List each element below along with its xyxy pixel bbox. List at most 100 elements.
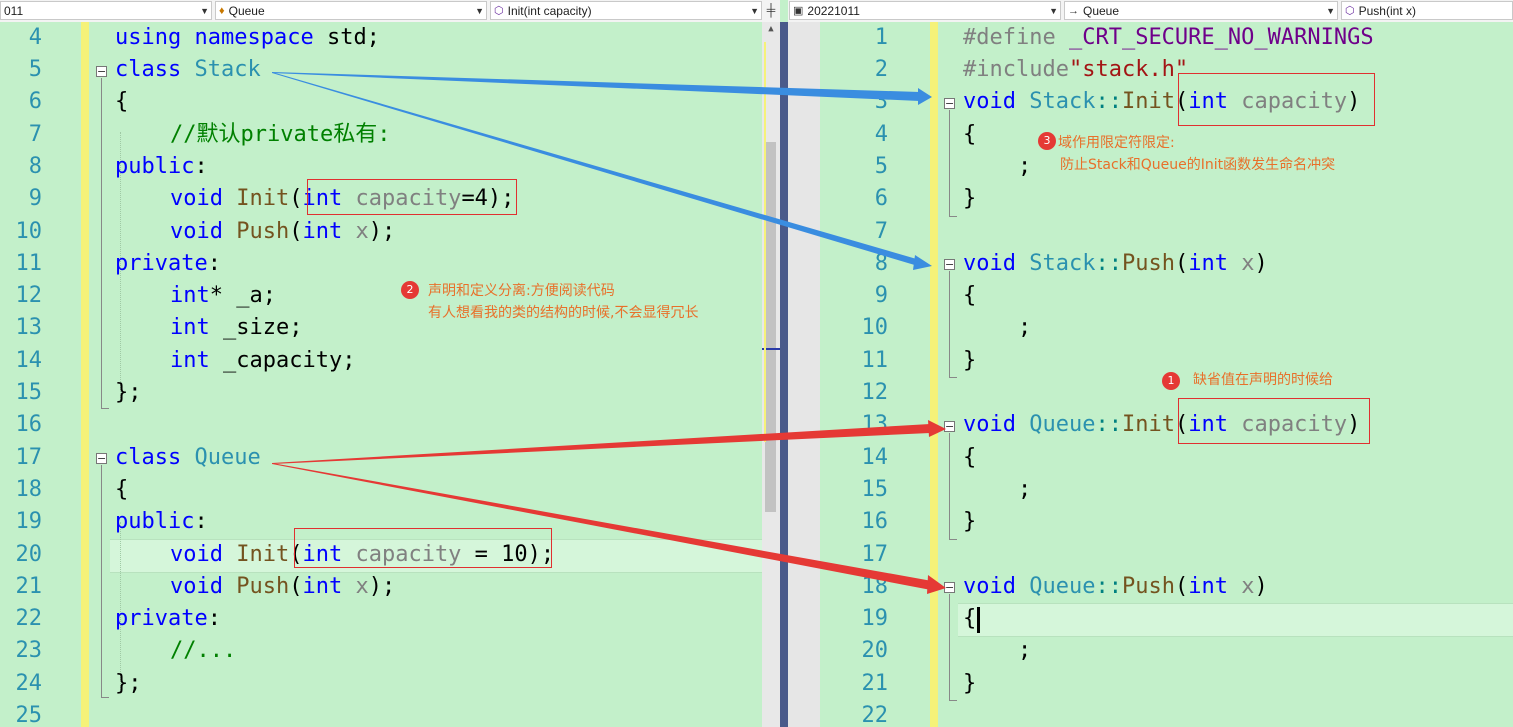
line-number: 14 [15, 348, 43, 373]
line-number: 2 [874, 57, 888, 82]
annotation-text-1: 缺省值在声明的时候给 [1193, 372, 1333, 388]
punct: ); [368, 574, 396, 599]
keyword: void [170, 186, 223, 211]
identifier: _size; [209, 315, 303, 340]
code-line-22: private: [115, 603, 221, 635]
method-icon: ⬡ [1345, 5, 1355, 17]
code-line-r9: { [963, 283, 977, 308]
highlight-box-default-arg [307, 179, 517, 215]
fold-guide [101, 408, 109, 409]
space [223, 542, 236, 567]
preprocessor: #define [963, 25, 1056, 50]
fold-guide [949, 539, 957, 540]
line-number: 11 [861, 348, 889, 373]
punct: ) [1347, 89, 1361, 114]
space [223, 186, 236, 211]
scope-dropdown[interactable]: → Queue ▼ [1064, 1, 1338, 20]
identifier: * _a; [209, 283, 276, 308]
code-line-12: int* _a; [170, 280, 276, 312]
indent-guide [120, 522, 121, 692]
member-dropdown[interactable]: ⬡ Push(int x) [1341, 1, 1513, 20]
line-number: 18 [15, 477, 43, 502]
code-line-18: { [115, 477, 129, 502]
fold-guide [949, 110, 950, 216]
punct: : [194, 154, 208, 179]
line-number: 3 [874, 89, 888, 114]
punct: : [207, 251, 221, 276]
collapse-icon[interactable]: − [944, 420, 955, 433]
collapse-icon[interactable]: − [96, 65, 107, 78]
line-number: 4 [874, 122, 888, 147]
code-line-r8: void Stack::Push(int x) [963, 248, 1268, 280]
collapse-icon[interactable]: − [944, 258, 955, 271]
scope-dropdown[interactable]: ♦ Queue ▼ [215, 1, 487, 20]
annotation-text-2-line1: 声明和定义分离:方便阅读代码 [428, 283, 615, 299]
collapse-icon[interactable]: − [944, 581, 955, 594]
fold-guide [949, 216, 957, 217]
string-literal: "stack.h" [1068, 57, 1189, 82]
line-number: 22 [861, 703, 889, 727]
project-dropdown[interactable]: ▣ 20221011 ▼ [789, 1, 1061, 20]
class-name: Stack [194, 57, 261, 82]
param: x [1241, 251, 1255, 276]
scope-operator: :: [1095, 412, 1122, 437]
left-editor-pane[interactable]: 4 5 6 7 8 9 10 11 12 13 14 15 16 17 18 1… [0, 22, 762, 727]
line-number: 16 [15, 412, 43, 437]
member-dropdown-value: Push(int x) [1358, 3, 1416, 18]
chevron-down-icon: ▼ [475, 6, 484, 16]
keyword: void [963, 412, 1016, 437]
keyword: void [170, 219, 223, 244]
chevron-down-icon: ▼ [1326, 6, 1335, 16]
line-number: 6 [874, 186, 888, 211]
code-line-r10: ; [1018, 315, 1032, 340]
collapse-icon[interactable]: − [96, 452, 107, 465]
code-line-r11: } [963, 348, 977, 373]
line-number: 15 [861, 477, 889, 502]
scope-dropdown-value: Queue [228, 3, 265, 18]
keyword: class [115, 445, 182, 470]
punct: ); [368, 219, 396, 244]
project-dropdown[interactable]: 011 ▼ [0, 1, 212, 20]
line-number: 1 [874, 25, 888, 50]
line-number: 10 [15, 219, 43, 244]
punct: ( [289, 574, 303, 599]
code-line-13: int _size; [170, 312, 302, 344]
keyword: void [963, 574, 1016, 599]
line-number: 21 [15, 574, 43, 599]
annotation-text-2-line2: 有人想看我的类的结构的时候,不会显得冗长 [428, 305, 699, 321]
current-line-highlight [958, 603, 1513, 637]
class-name: Queue [1029, 574, 1096, 599]
left-vertical-scrollbar[interactable]: ▲ [762, 22, 780, 727]
scope-operator: :: [1095, 251, 1122, 276]
line-number: 5 [874, 154, 888, 179]
line-number: 7 [28, 122, 42, 147]
code-line-r16: } [963, 509, 977, 534]
code-line-17: class Queue [115, 442, 261, 474]
member-dropdown-value: Init(int capacity) [507, 3, 592, 18]
annotation-text-3-line1: 域作用限定符限定: [1058, 135, 1175, 151]
collapse-icon[interactable]: − [944, 97, 955, 110]
class-name: Stack [1029, 251, 1096, 276]
member-dropdown[interactable]: ⬡ Init(int capacity) ▼ [490, 1, 762, 20]
function-name: Push [236, 219, 290, 244]
fold-guide [949, 433, 950, 539]
line-number: 15 [15, 380, 43, 405]
line-number: 13 [861, 412, 889, 437]
param: capacity [1241, 412, 1348, 437]
function-name: Init [236, 542, 290, 567]
space [342, 219, 355, 244]
right-editor-pane[interactable]: 1 2 3 4 5 6 7 8 9 10 11 12 13 14 15 16 1… [820, 22, 1513, 727]
scroll-up-icon[interactable]: ▲ [768, 24, 774, 34]
line-number: 10 [861, 315, 889, 340]
space [181, 25, 194, 50]
split-window-button[interactable]: ╪ [766, 3, 776, 17]
function-name: Push [236, 574, 290, 599]
chevron-down-icon: ▼ [1049, 6, 1058, 16]
line-number: 19 [15, 509, 43, 534]
pane-splitter[interactable] [780, 22, 788, 727]
scrollbar-thumb[interactable] [765, 142, 776, 512]
fold-guide [949, 594, 950, 700]
chevron-down-icon: ▼ [750, 6, 759, 16]
line-number: 11 [15, 251, 43, 276]
keyword: void [170, 542, 223, 567]
